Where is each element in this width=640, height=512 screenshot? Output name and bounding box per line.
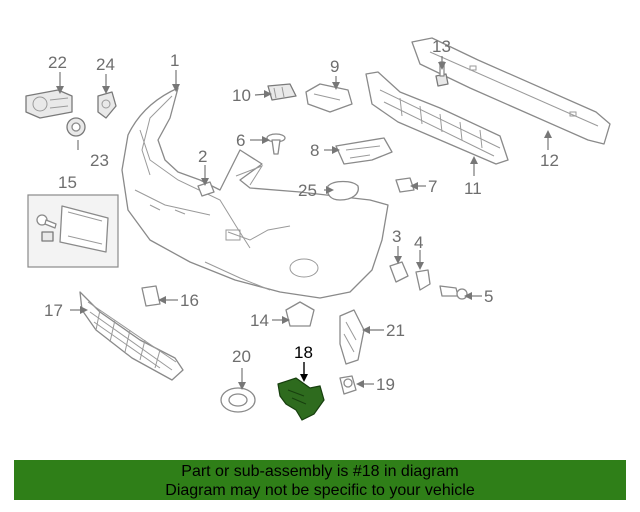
- part-6-push-clip: [266, 133, 286, 155]
- callout-21: 21: [386, 321, 405, 340]
- callout-25: 25: [298, 181, 317, 200]
- part-15-license-bracket-kit: [27, 194, 119, 268]
- part-17-lower-grille: [79, 291, 184, 381]
- part-7-nut-clip: [395, 177, 415, 193]
- info-banner: Part or sub-assembly is #18 in diagram D…: [14, 460, 626, 500]
- callout-4: 4: [414, 233, 423, 252]
- callout-8: 8: [310, 141, 319, 160]
- callout-1: 1: [170, 51, 179, 70]
- part-23-retainer: [66, 117, 86, 137]
- part-21-housing: [339, 309, 365, 365]
- part-14-bracket: [285, 301, 315, 327]
- part-3-retainer: [389, 261, 409, 283]
- callout-3: 3: [392, 227, 401, 246]
- callout-7: 7: [428, 177, 437, 196]
- callout-labels: 1 2 3 4 5 6 7 8 9 10 11 12 13 14 15 16 1…: [44, 37, 559, 394]
- part-18-highlighted: [277, 377, 325, 421]
- part-20-bezel: [220, 387, 256, 413]
- callout-6: 6: [236, 131, 245, 150]
- part-1-bumper-cover: [121, 87, 389, 299]
- callout-15: 15: [58, 173, 77, 192]
- callout-14: 14: [250, 311, 269, 330]
- parts-diagram: 1 2 3 4 5 6 7 8 9 10 11 12 13 14 15 16 1…: [25, 37, 611, 421]
- callout-12: 12: [540, 151, 559, 170]
- callout-23: 23: [90, 151, 109, 170]
- callout-18: 18: [294, 343, 313, 362]
- part-13-bolt: [435, 61, 449, 87]
- part-9-bracket: [305, 83, 353, 113]
- leader-lines: [56, 56, 552, 390]
- part-16-cover: [141, 285, 161, 307]
- part-4-retainer: [415, 269, 431, 291]
- part-24-holder: [97, 91, 117, 119]
- callout-22: 22: [48, 53, 67, 72]
- part-8-side-bracket: [335, 137, 393, 165]
- callout-24: 24: [96, 55, 115, 74]
- callout-10: 10: [232, 86, 251, 105]
- part-10-clip: [267, 83, 297, 101]
- part-11-absorber: [365, 71, 509, 165]
- callout-17: 17: [44, 301, 63, 320]
- callout-19: 19: [376, 375, 395, 394]
- part-25-cap: [326, 180, 359, 201]
- callout-11: 11: [464, 179, 482, 198]
- part-19-bulb: [339, 375, 357, 395]
- part-5-grommet: [439, 285, 468, 300]
- callout-13: 13: [432, 37, 451, 56]
- part-22-sensor: [25, 89, 73, 119]
- callout-16: 16: [180, 291, 199, 310]
- callout-9: 9: [330, 57, 339, 76]
- callout-2: 2: [198, 147, 207, 166]
- callout-20: 20: [232, 347, 251, 366]
- banner-line-2: Diagram may not be specific to your vehi…: [165, 482, 475, 499]
- banner-line-1: Part or sub-assembly is #18 in diagram: [181, 463, 459, 480]
- callout-5: 5: [484, 287, 493, 306]
